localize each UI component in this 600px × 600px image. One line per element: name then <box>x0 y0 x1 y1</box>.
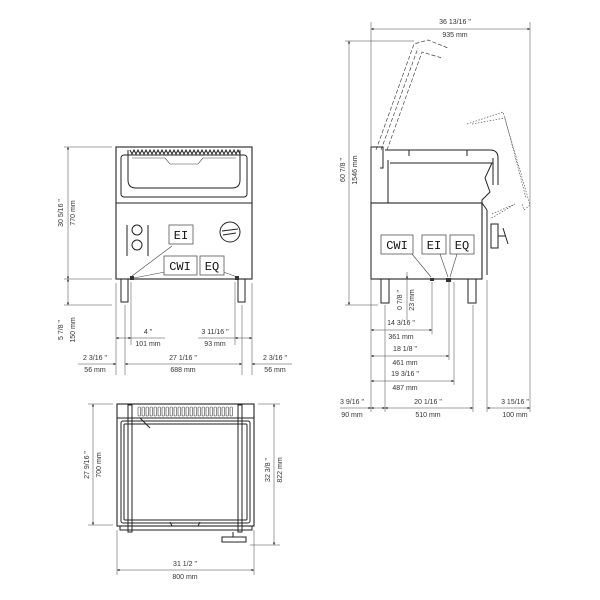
grill-rib <box>149 406 153 417</box>
dim-height-mm: 1546 mm <box>352 155 359 184</box>
grill-ribs-top <box>137 406 233 417</box>
grill-rib <box>169 406 173 417</box>
dim-cwi-offset-mm: 101 mm <box>135 341 160 348</box>
grill-rib <box>145 406 149 417</box>
dim-top-depth-handle-mm: 822 mm <box>277 457 284 482</box>
dim-eq-depth-mm: 487 mm <box>392 385 417 392</box>
grill-rib <box>201 406 205 417</box>
dim-cwi-depth-inch: 14 3/16 " <box>387 320 415 327</box>
dim-eq-offset-inch: 3 11/16 " <box>201 329 229 336</box>
dim-ei-depth-inch: 18 1/8 " <box>393 346 417 353</box>
dim-left-overhang-inch: 2 3/16 " <box>83 355 107 362</box>
dim-top-width-inch: 31 1/2 " <box>173 561 197 568</box>
leg <box>237 278 246 303</box>
grill-rib <box>197 406 201 417</box>
dim-left-overhang-mm: 56 mm <box>84 367 106 374</box>
indicator-lamp <box>131 224 143 236</box>
leg <box>467 278 477 304</box>
grill-rib <box>221 406 225 417</box>
grill-rib <box>205 406 209 417</box>
dim-leg-height-inch: 5 7/8 " <box>58 319 65 340</box>
grill-rib <box>165 406 169 417</box>
dim-rear-overhang-mm: 90 mm <box>341 412 363 419</box>
handle-rod <box>127 404 133 533</box>
dim-right-overhang-mm: 56 mm <box>264 367 286 374</box>
grill-rib <box>225 406 229 417</box>
grill-rib <box>209 406 213 417</box>
dim-leg-height-mm: 150 mm <box>70 317 77 342</box>
grill-rib <box>157 406 161 417</box>
control-knob <box>219 221 241 243</box>
dim-front-height-inch: 30 5/16 " <box>58 199 65 227</box>
dim-top-depth-handle-inch: 32 3/8 " <box>265 458 272 482</box>
top-handwheel <box>221 532 247 543</box>
dim-side-leg-span-inch: 20 1/16 " <box>414 399 442 406</box>
eq-label: EQ <box>205 260 219 274</box>
grill-ribs <box>129 148 241 156</box>
grill-rib <box>137 406 141 417</box>
tank-handle <box>127 150 241 189</box>
dim-front-height-mm: 770 mm <box>70 200 77 225</box>
grill-rib <box>185 406 189 417</box>
grill-rib <box>189 406 193 417</box>
ei-label: EI <box>174 229 188 243</box>
grill-rib <box>141 406 145 417</box>
indicator-lamp <box>131 239 143 251</box>
dim-top-depth-inch: 27 9/16 " <box>84 451 91 479</box>
dim-eq-offset-mm: 93 mm <box>204 341 226 348</box>
dim-top-depth-mm: 700 mm <box>96 452 103 477</box>
top-view: 27 9/16 " 700 mm 32 3/8 " 822 mm 31 1/2 … <box>84 403 284 581</box>
grill-rib <box>181 406 185 417</box>
dim-leg-span-inch: 27 1/16 " <box>169 355 197 362</box>
lid-open-outline <box>375 39 449 151</box>
dim-top-width-mm: 800 mm <box>172 574 197 581</box>
cwi-label-side: CWI <box>386 239 408 253</box>
front-view: EI CWI EQ 30 5/16 " 770 mm 5 7/8 " 150 m… <box>58 146 292 375</box>
dim-eq-depth-inch: 19 3/16 " <box>391 371 419 378</box>
dim-leg-span-mm: 688 mm <box>170 367 195 374</box>
side-handwheel <box>490 223 499 249</box>
dim-cwi-depth-mm: 361 mm <box>388 334 413 341</box>
grill-rib <box>177 406 181 417</box>
dim-rear-overhang-inch: 3 9/16 " <box>340 399 364 406</box>
dim-ei-depth-mm: 461 mm <box>392 360 417 367</box>
handle-rod <box>237 404 243 533</box>
dim-depth-mm: 935 mm <box>442 32 467 39</box>
grill-rib <box>213 406 217 417</box>
leg <box>120 278 129 303</box>
dim-conn-height-mm: 23 mm <box>409 289 416 311</box>
top-body <box>116 403 255 527</box>
ei-label-side: EI <box>427 239 441 253</box>
tank-tilted-outline <box>466 111 531 220</box>
dim-height-inch: 60 7/8 " <box>340 158 347 182</box>
grill-rib <box>161 406 165 417</box>
dim-depth-inch: 36 13/16 " <box>439 19 471 26</box>
cwi-label: CWI <box>169 260 191 274</box>
leg <box>380 278 390 304</box>
grill-rib <box>173 406 177 417</box>
side-view: CWI EI EQ 36 13/16 " 935 mm 60 7/8 " 154… <box>340 19 531 419</box>
dim-cwi-offset-inch: 4 " <box>144 329 153 336</box>
dim-side-leg-span-mm: 510 mm <box>415 412 440 419</box>
grill-rib <box>193 406 197 417</box>
dim-conn-height-inch: 0 7/8 " <box>397 289 404 310</box>
dim-front-overhang-mm: 100 mm <box>502 412 527 419</box>
grill-rib <box>217 406 221 417</box>
dim-right-overhang-inch: 2 3/16 " <box>263 355 287 362</box>
eq-label-side: EQ <box>455 239 469 253</box>
grill-rib <box>153 406 157 417</box>
grill-rib <box>229 406 233 417</box>
dim-front-overhang-inch: 3 15/16 " <box>501 399 529 406</box>
